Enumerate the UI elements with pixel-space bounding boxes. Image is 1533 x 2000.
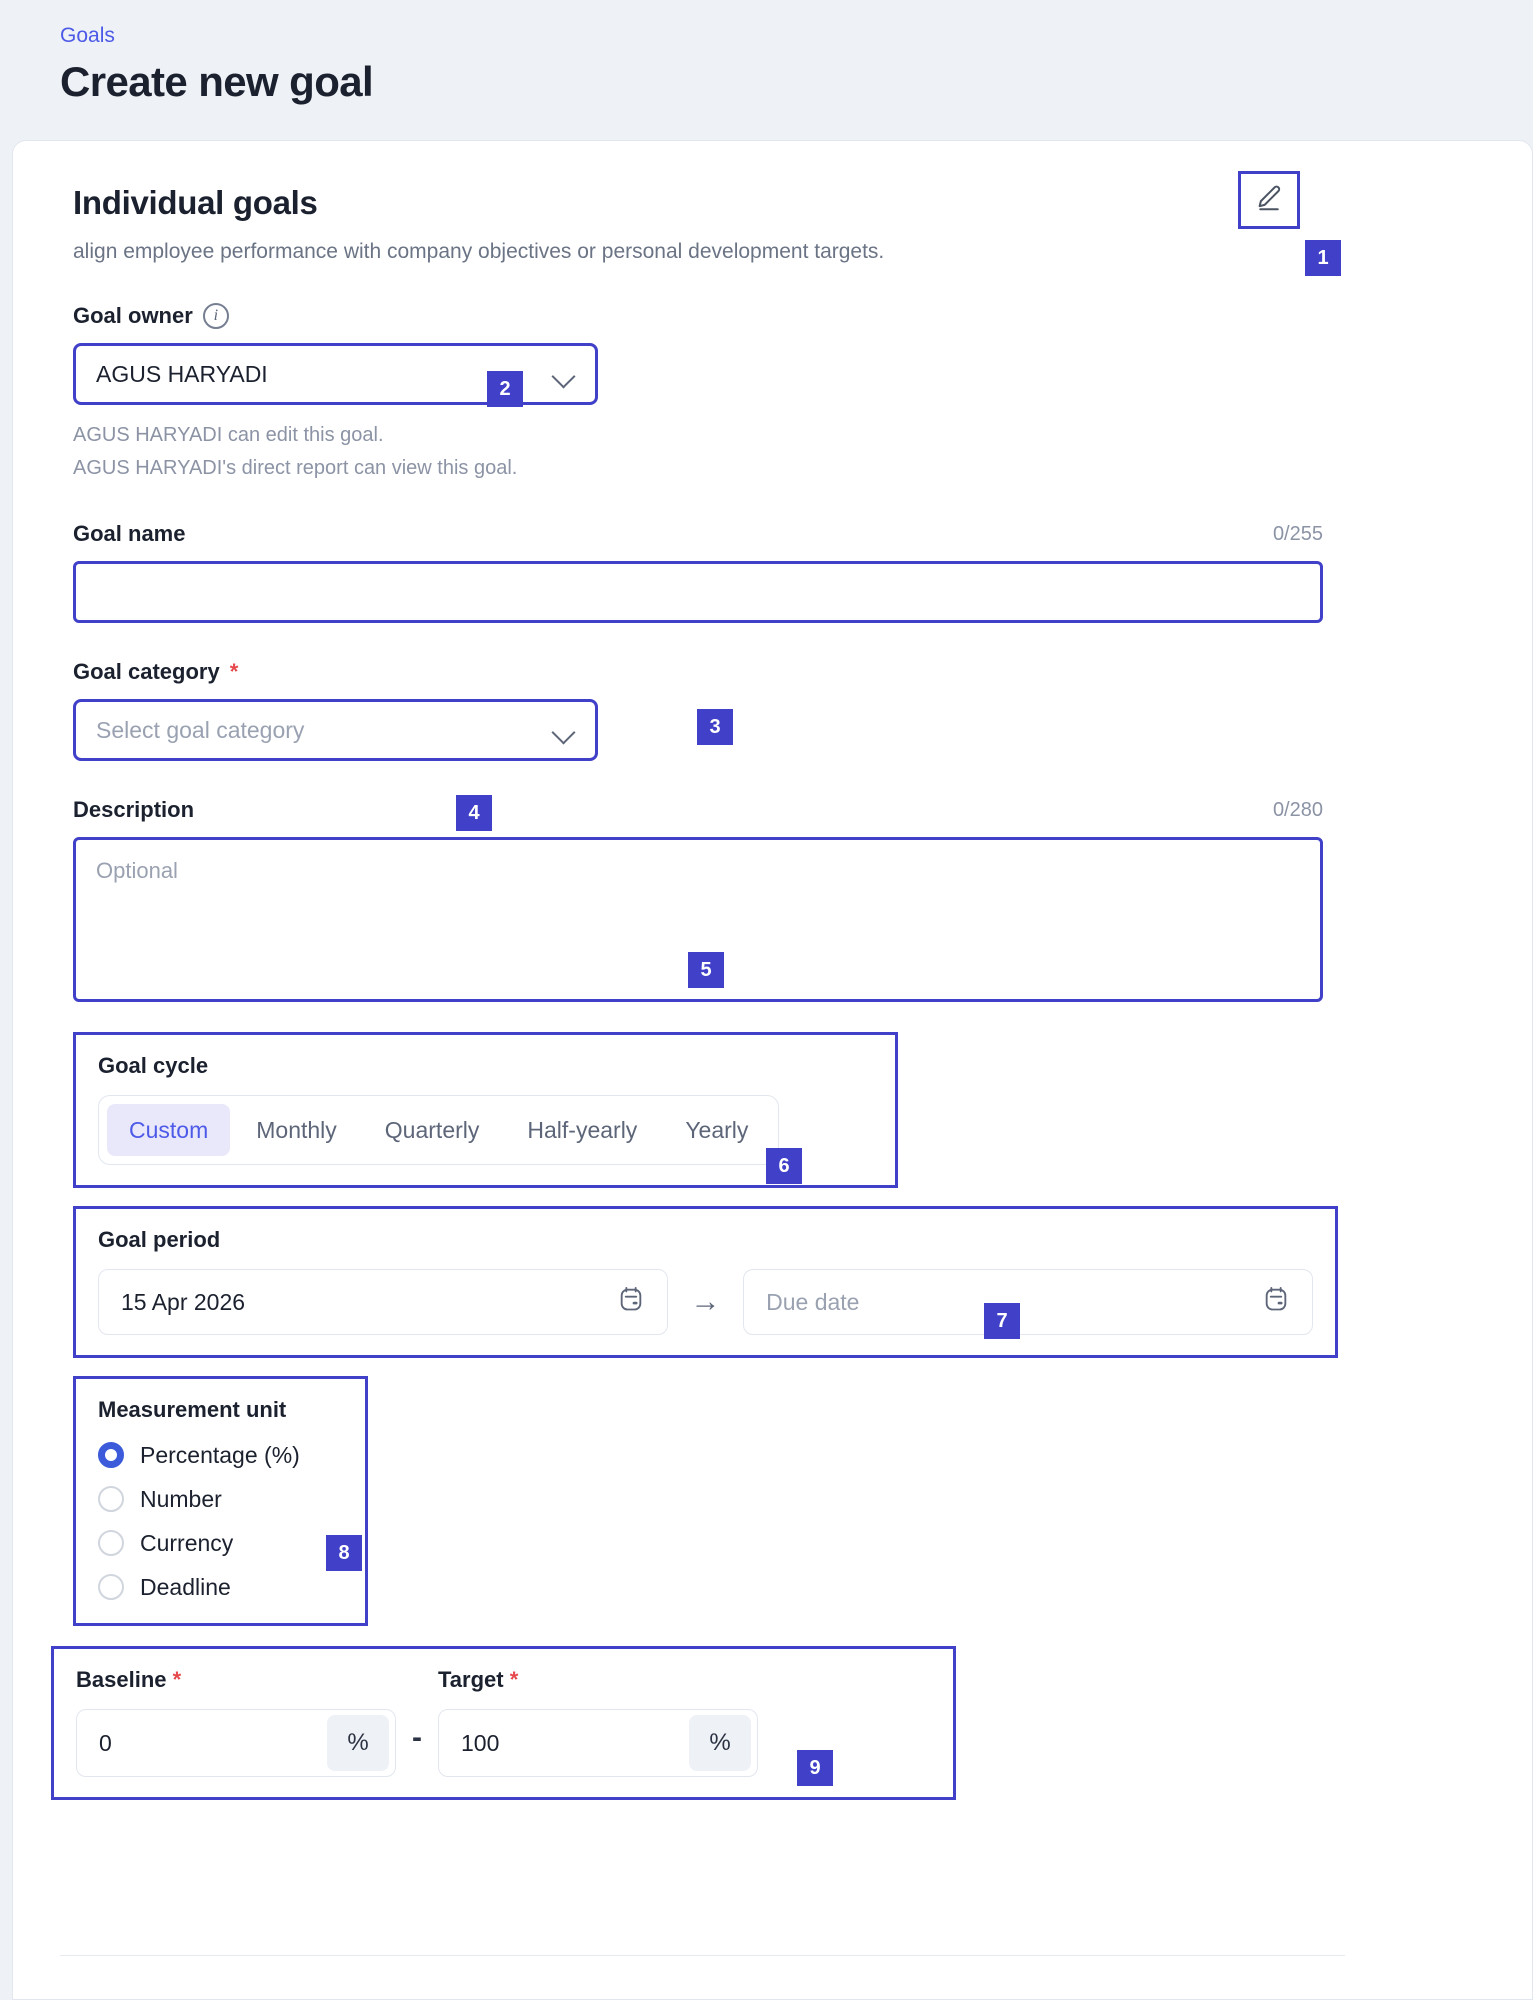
measurement-unit-field: Measurement unit Percentage (%) Number C…	[73, 1376, 1472, 1626]
page-header: Goals Create new goal	[0, 0, 1533, 108]
section-subtitle: align employee performance with company …	[73, 240, 885, 263]
target-value: 100	[461, 1729, 500, 1756]
measurement-unit-group: Measurement unit Percentage (%) Number C…	[73, 1376, 368, 1626]
measurement-option-percentage[interactable]: Percentage (%)	[98, 1439, 343, 1471]
breadcrumb-goals[interactable]: Goals	[60, 24, 115, 47]
range-separator: -	[412, 1721, 422, 1754]
chevron-down-icon	[553, 724, 575, 737]
goal-owner-helper-2: AGUS HARYADI's direct report can view th…	[73, 457, 518, 479]
goal-cycle-option-quarterly[interactable]: Quarterly	[384, 1117, 480, 1143]
baseline-col: Baseline * 0 %	[76, 1665, 396, 1777]
required-asterisk: *	[229, 659, 239, 684]
goal-period-start-date[interactable]: 15 Apr 2026	[98, 1269, 668, 1335]
section-title: Individual goals	[73, 184, 318, 221]
goal-name-field: Goal name 0/255	[73, 519, 1472, 623]
goal-cycle-label: Goal cycle	[98, 1053, 209, 1078]
due-date-placeholder: Due date	[766, 1288, 860, 1315]
chevron-down-icon	[553, 368, 575, 381]
goal-category-placeholder: Select goal category	[96, 716, 305, 743]
target-col: Target * 100 %	[438, 1665, 758, 1777]
annotation-badge-4: 4	[456, 795, 492, 831]
description-field: Description 0/280 Optional	[73, 795, 1472, 1002]
goal-period-label: Goal period	[98, 1227, 221, 1252]
goal-period-field: Goal period 15 Apr 2026	[73, 1206, 1472, 1358]
required-asterisk: *	[172, 1667, 182, 1692]
annotation-badge-5: 5	[688, 952, 724, 988]
goal-owner-label: Goal owner i	[73, 301, 229, 331]
baseline-unit-suffix: %	[327, 1715, 389, 1771]
radio-icon-selected	[98, 1442, 124, 1468]
page-title: Create new goal	[60, 58, 374, 105]
goal-cycle-group: Goal cycle Custom Monthly Quarterly Half…	[73, 1032, 898, 1188]
goal-cycle-option-yearly[interactable]: Yearly	[685, 1117, 749, 1143]
radio-icon	[98, 1486, 124, 1512]
goal-cycle-field: Goal cycle Custom Monthly Quarterly Half…	[73, 1032, 1472, 1188]
baseline-label: Baseline *	[76, 1667, 182, 1692]
annotation-badge-1: 1	[1305, 240, 1341, 276]
baseline-input[interactable]: 0 %	[76, 1709, 396, 1777]
description-label: Description	[73, 797, 195, 822]
description-counter: 0/280	[1272, 798, 1323, 821]
required-asterisk: *	[509, 1667, 519, 1692]
goal-period-group: Goal period 15 Apr 2026	[73, 1206, 1338, 1358]
goal-period-due-date[interactable]: Due date	[743, 1269, 1313, 1335]
goal-form-card: Individual goals align employee performa…	[12, 140, 1533, 2000]
target-input[interactable]: 100 %	[438, 1709, 758, 1777]
goal-name-label: Goal name	[73, 521, 186, 546]
annotation-badge-6: 6	[766, 1148, 802, 1184]
measurement-unit-label: Measurement unit	[98, 1397, 287, 1422]
goal-name-input[interactable]	[73, 561, 1323, 623]
measurement-option-deadline[interactable]: Deadline	[98, 1571, 343, 1603]
bottom-divider	[60, 1955, 1345, 1956]
radio-icon	[98, 1574, 124, 1600]
goal-owner-helper-1: AGUS HARYADI can edit this goal.	[73, 424, 384, 446]
measurement-option-currency[interactable]: Currency	[98, 1527, 343, 1559]
target-unit-suffix: %	[689, 1715, 751, 1771]
baseline-value: 0	[99, 1729, 112, 1756]
goal-cycle-segmented-control: Custom Monthly Quarterly Half-yearly Yea…	[98, 1095, 780, 1165]
edit-button[interactable]	[1238, 171, 1300, 229]
annotation-badge-2: 2	[487, 371, 523, 407]
baseline-target-field: Baseline * 0 % - Target *	[51, 1646, 1472, 1800]
annotation-badge-9: 9	[797, 1750, 833, 1786]
measurement-option-number[interactable]: Number	[98, 1483, 343, 1515]
annotation-badge-7: 7	[984, 1303, 1020, 1339]
goal-category-select[interactable]: Select goal category	[73, 699, 598, 761]
arrow-right-icon: →	[690, 1285, 721, 1318]
start-date-value: 15 Apr 2026	[121, 1288, 246, 1315]
goal-category-field: Goal category * Select goal category	[73, 657, 1472, 761]
goal-owner-value: AGUS HARYADI	[96, 360, 268, 387]
annotation-badge-3: 3	[697, 709, 733, 745]
goal-owner-field: Goal owner i AGUS HARYADI AGUS HARYADI c…	[73, 301, 1472, 485]
goal-cycle-option-monthly[interactable]: Monthly	[256, 1117, 337, 1143]
pencil-edit-icon	[1254, 183, 1284, 218]
calendar-icon	[1262, 1285, 1290, 1319]
goal-cycle-option-custom[interactable]: Custom	[107, 1104, 231, 1156]
goal-name-counter: 0/255	[1272, 522, 1323, 545]
calendar-icon	[617, 1285, 645, 1319]
target-label: Target *	[438, 1667, 519, 1692]
radio-icon	[98, 1530, 124, 1556]
annotation-badge-8: 8	[326, 1535, 362, 1571]
goal-category-label: Goal category *	[73, 657, 238, 687]
goal-cycle-option-half-yearly[interactable]: Half-yearly	[527, 1117, 638, 1143]
info-icon[interactable]: i	[202, 303, 229, 329]
